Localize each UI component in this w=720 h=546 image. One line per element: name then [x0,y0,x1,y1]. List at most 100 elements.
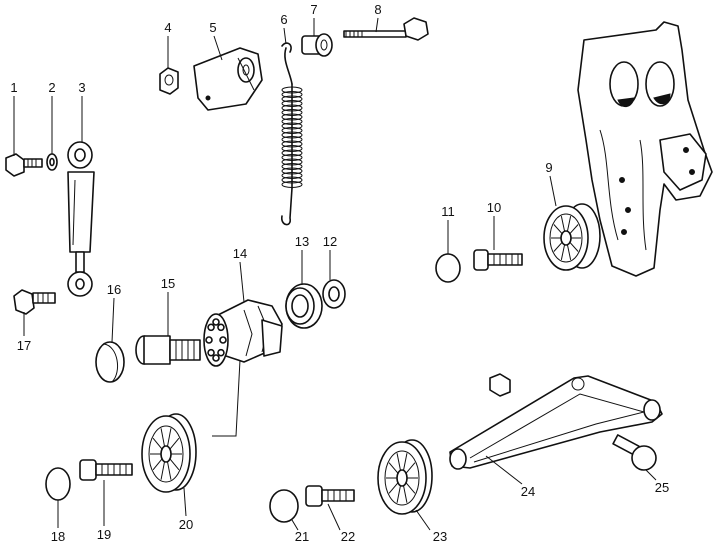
part-4-nut [159,67,179,95]
callout-15: 15 [161,276,175,291]
spring-coil [281,100,303,107]
pulley-spoke [553,224,563,235]
pulley-spoke [405,482,416,494]
callout-11: 11 [441,204,455,219]
part-20-pulley [141,413,197,493]
part-24-tensioner-arm [449,373,663,470]
pulley-spoke [388,462,399,474]
pulley-spoke [566,216,572,232]
part-25-bolt [612,434,657,471]
callout-2: 2 [48,80,55,95]
pulley-spoke [569,224,579,235]
pulley-spoke [152,458,163,471]
callout-labels: 1 2 3 4 5 6 7 8 9 10 11 12 13 14 15 16 1… [10,2,669,544]
spring-coil [281,172,303,179]
part-3-damper-strut [67,141,95,297]
part-13-bearing-ring [285,283,323,329]
callout-25: 25 [655,480,669,495]
part-7-bushing [301,33,333,57]
part-8-long-bolt [343,17,429,41]
spring-coil [281,91,303,98]
part-19-bolt [79,459,133,481]
callout-24: 24 [521,484,535,499]
spring-coil [281,158,303,166]
bearing-ball [219,336,227,344]
pulley-spoke [560,216,566,232]
callout-22: 22 [341,529,355,544]
part-11-cap [435,253,461,283]
spring-coil [281,122,303,130]
pulley-spoke [566,244,572,260]
part-22-bolt [305,485,355,507]
spring-coil [281,109,303,116]
pulley-spoke [569,241,579,252]
bearing-ball [207,323,215,332]
spring-coil [281,95,303,103]
spring-coil [281,176,303,184]
spring-coil [281,181,303,188]
callout-10: 10 [487,200,501,215]
callout-4: 4 [164,20,171,35]
pulley-spoke [560,244,566,260]
part-12-seal-ring [322,279,346,309]
spring-coil [281,104,303,112]
callout-9: 9 [545,160,552,175]
callout-21: 21 [295,529,309,544]
spring-coil [281,145,303,152]
pulley-spoke [402,453,408,471]
bearing-ball [212,354,220,362]
pulley-spoke [166,461,172,480]
part-18-cap [45,467,71,501]
bearing-ball [217,348,225,357]
bearing-ball [205,336,213,344]
pulley-spoke [396,485,402,503]
callout-20: 20 [179,517,193,532]
pulley-spoke [396,453,402,471]
spring-coil [281,127,303,134]
pulley-spoke [405,462,416,474]
pulley-spoke [553,241,563,252]
pulley-spoke [166,428,172,447]
bearing-ball [212,318,220,326]
part-15-shaft [135,335,201,365]
callout-18: 18 [51,529,65,544]
pulley-spoke [160,428,166,447]
callout-14: 14 [233,246,247,261]
bearing-ball [217,323,225,332]
callout-16: 16 [107,282,121,297]
callout-5: 5 [209,20,216,35]
pulley-spoke [402,485,408,503]
spring-coil [281,118,303,125]
pulley-spoke [152,437,163,450]
part-10-bolt [473,249,523,271]
part-6-spring [281,42,303,226]
callout-6: 6 [280,12,287,27]
callout-leaders [13,17,657,531]
spring-coil [281,140,303,148]
callout-17: 17 [17,338,31,353]
spring-coil [281,163,303,170]
part-17-bolt [13,289,56,315]
pulley-spoke [169,437,180,450]
callout-13: 13 [295,234,309,249]
spring-coil [281,136,303,143]
part-2-washer [46,153,58,171]
part-23-pulley [377,439,433,515]
spring-coil [281,113,303,121]
part-16-dust-cap [95,341,125,383]
part-5-bracket [193,47,263,111]
spring-coil [281,154,303,161]
callout-3: 3 [78,80,85,95]
spring-coil [281,167,303,175]
pulley-spoke [160,461,166,480]
bearing-ball [207,348,215,357]
part-21-cap [269,489,299,523]
callout-19: 19 [97,527,111,542]
callout-8: 8 [374,2,381,17]
part-9-pulley [543,203,601,271]
spring-coil [281,149,303,157]
spring-coil [281,86,303,94]
engine-bracket [577,21,713,277]
pulley-spoke [169,458,180,471]
